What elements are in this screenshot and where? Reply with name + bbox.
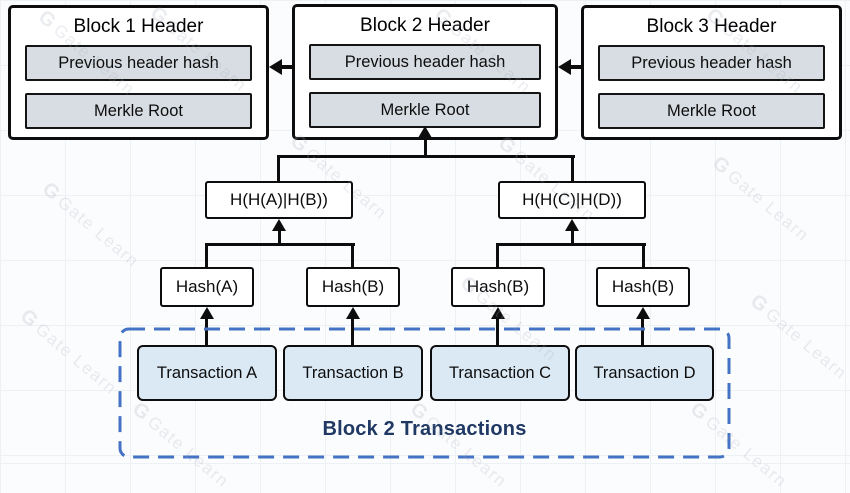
level2-right-stub-c — [496, 243, 499, 269]
level2-right-stub-d — [642, 243, 645, 269]
leaf-hash-b2: Hash(B) — [451, 267, 545, 307]
tx-a-arrowhead-icon — [200, 307, 214, 319]
block-2-title: Block 2 Header — [360, 15, 490, 36]
block2-to-block1-arrow-line — [281, 65, 292, 69]
block-1-previous-header-hash: Previous header hash — [25, 45, 252, 81]
tx-d-arrow-line — [641, 317, 644, 346]
level2-left-horizontal-connector — [205, 243, 355, 246]
block-2-merkle-root: Merkle Root — [309, 92, 541, 128]
gate-logo-icon: G — [37, 178, 66, 206]
leaf-hash-b3: Hash(B) — [596, 267, 690, 307]
tx-d-arrowhead-icon — [636, 307, 650, 319]
merkle-parent-node-ab: H(H(A)|H(B)) — [205, 181, 353, 219]
block2-to-block1-arrowhead-icon — [269, 59, 282, 75]
block-2-previous-header-hash: Previous header hash — [309, 44, 541, 80]
parent-cd-arrowhead-icon — [565, 219, 579, 231]
gate-logo-icon: G — [745, 290, 774, 318]
block-3-header: Block 3 Header Previous header hash Merk… — [581, 5, 842, 140]
block-1-title: Block 1 Header — [73, 16, 204, 37]
block-3-merkle-root: Merkle Root — [598, 93, 825, 129]
block-2-header: Block 2 Header Previous header hash Merk… — [292, 4, 558, 140]
block-1-header: Block 1 Header Previous header hash Merk… — [8, 5, 269, 140]
block-1-merkle-root: Merkle Root — [25, 93, 252, 129]
leaf-hash-b1: Hash(B) — [306, 267, 400, 307]
level2-left-stub-b — [351, 243, 354, 269]
level2-left-stub-a — [205, 243, 208, 269]
block-3-title: Block 3 Header — [646, 16, 777, 37]
gate-logo-icon: G — [15, 305, 44, 333]
tx-a-arrow-line — [205, 317, 208, 346]
parent-cd-arrow-line — [571, 229, 574, 245]
block-2-transactions-container — [118, 327, 731, 459]
tx-c-arrowhead-icon — [491, 307, 505, 319]
merkle-root-arrow-line — [424, 136, 427, 157]
parent-ab-arrowhead-icon — [272, 219, 286, 231]
transaction-b-box: Transaction B — [283, 345, 423, 401]
leaf-hash-a: Hash(A) — [160, 267, 254, 307]
level1-horizontal-connector — [277, 155, 575, 158]
block3-to-block2-arrow-line — [570, 65, 581, 69]
transaction-a-box: Transaction A — [137, 345, 277, 401]
transaction-c-box: Transaction C — [430, 345, 570, 401]
level2-right-horizontal-connector — [496, 243, 646, 246]
gate-logo-icon: G — [707, 152, 736, 180]
level1-right-stub — [571, 155, 574, 183]
level1-left-stub — [277, 155, 280, 183]
block-3-previous-header-hash: Previous header hash — [598, 45, 825, 81]
merkle-root-arrowhead-icon — [418, 126, 432, 138]
merkle-parent-node-cd: H(H(C)|H(D)) — [498, 181, 646, 219]
tx-b-arrow-line — [351, 317, 354, 346]
tx-b-arrowhead-icon — [346, 307, 360, 319]
block3-to-block2-arrowhead-icon — [558, 59, 571, 75]
transaction-d-box: Transaction D — [575, 345, 714, 401]
block-2-transactions-label: Block 2 Transactions — [322, 418, 527, 440]
tx-c-arrow-line — [496, 317, 499, 346]
parent-ab-arrow-line — [278, 229, 281, 245]
